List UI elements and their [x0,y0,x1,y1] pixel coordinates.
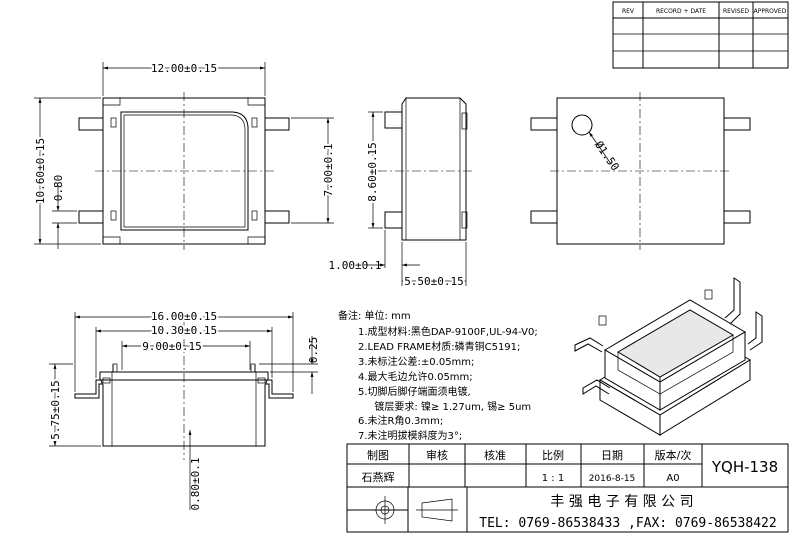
top-width-dim: 12.00±0.15 [151,62,217,75]
front-standoff: 0.80±0.1 [189,458,202,511]
tb-value-version: A0 [666,473,679,484]
title-block: 制图 审核 核准 比例 日期 版本/次 石燕辉 1 : 1 2016-8-15 … [346,443,789,533]
pin1-circle [571,114,593,136]
front-view: 16.00±0.15 10.30±0.15 9.00±0.15 0.25 5.7… [47,308,320,511]
isometric-view [574,277,763,436]
rev-header-approved: APPROVED [754,8,787,15]
front-body-width: 10.30±0.15 [151,324,217,337]
rev-header-record: RECORD + DATE [656,8,706,15]
bottom-view: Ø1.50 [530,92,751,250]
note-5: 5.切脚后脚仔端面须电镀, [358,385,471,398]
tb-header-version: 版本/次 [655,448,692,462]
revision-table: REV RECORD + DATE REVISED APPROVED [612,1,789,69]
tb-value-date: 2016-8-15 [589,474,636,484]
note-5-sub: 镀层要求: 镍≥ 1.27um, 锡≥ 5um [368,400,531,413]
tb-header-check: 审核 [426,448,448,462]
front-height: 5.75±0.15 [49,380,62,440]
note-3: 3.未标注公差:±0.05mm; [358,355,474,368]
top-inner-dim: 7.00±0.1 [322,144,335,197]
top-height-dim: 10.60±0.15 [34,138,47,204]
rev-header-revised: REVISED [723,8,749,15]
front-inner-width: 9.00±0.15 [142,340,202,353]
side-body-dim: 5.50±0.15 [404,275,464,288]
tb-header-scale: 比例 [542,448,564,462]
top-pitch-dim: 0.80 [52,175,65,202]
top-view: 12.00±0.15 10.60±0.15 0.80 7.00±0.1 [32,60,337,250]
rev-header-rev: REV [622,8,635,15]
note-6: 6.未注R角0.3mm; [358,414,443,427]
side-height-dim: 8.60±0.15 [366,142,379,202]
tb-contact: TEL: 0769-86538433 ,FAX: 0769-86538422 [479,516,776,531]
tb-part-no: YQH-138 [711,458,778,476]
note-7: 7.未注明拔模斜度为3°; [358,429,462,442]
tb-header-drawn: 制图 [367,449,389,462]
side-lead-dim: 1.00±0.1 [329,259,382,272]
notes-block: 备注: 单位: mm 1.成型材料:黑色DAP-9100F,UL-94-V0; … [338,309,538,442]
front-total-width: 16.00±0.15 [151,310,217,323]
tb-header-date: 日期 [601,449,623,462]
side-view: 8.60±0.15 1.00±0.1 5.50±0.15 [329,97,472,290]
projection-symbol-icon [370,496,458,524]
tb-header-approve: 核准 [484,448,506,462]
notes-title: 备注: 单位: mm [338,309,411,322]
front-thickness: 0.25 [307,337,320,364]
tb-company: 丰 强 电 子 有 限 公 司 [550,494,693,510]
tb-value-scale: 1 : 1 [542,473,564,484]
note-4: 4.最大毛边允许0.05mm; [358,370,473,383]
tb-value-drawn: 石燕辉 [362,471,395,484]
note-1: 1.成型材料:黑色DAP-9100F,UL-94-V0; [358,325,538,338]
note-2: 2.LEAD FRAME材质:磷青铜C5191; [358,340,520,353]
